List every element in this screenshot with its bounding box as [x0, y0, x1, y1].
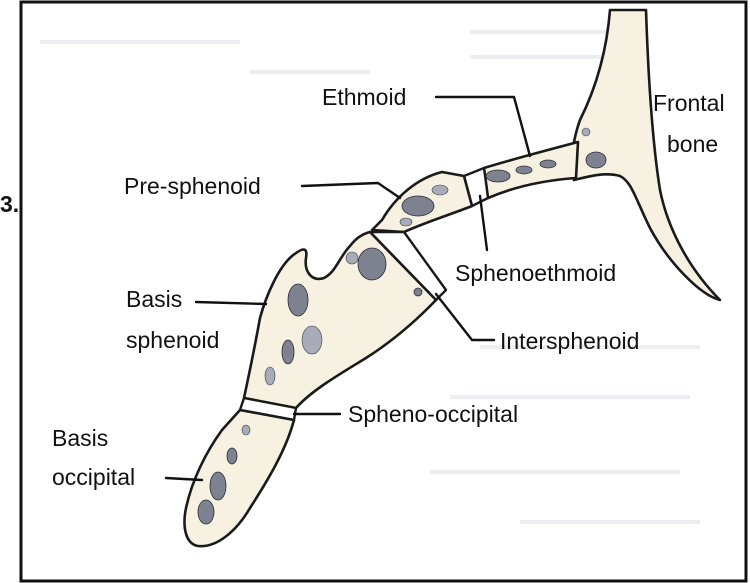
label-intersphenoid: Intersphenoid [500, 328, 639, 354]
leader-basis-sphenoid [196, 302, 266, 304]
label-basis-occipital-line2: occipital [52, 464, 135, 490]
label-spheno-occipital: Spheno-occipital [348, 401, 518, 427]
leader-pre-sphenoid [302, 183, 400, 198]
basis-occipital-shape [185, 410, 295, 546]
leader-ethmoid [436, 97, 530, 156]
leader-sphenoethmoid [480, 196, 487, 250]
label-frontal-bone-line2: bone [667, 131, 718, 157]
label-sphenoethmoid: Sphenoethmoid [455, 260, 616, 286]
label-basis-occipital-line1: Basis [52, 425, 108, 451]
label-pre-sphenoid: Pre-sphenoid [124, 173, 261, 199]
label-basis-sphenoid-line2: sphenoid [126, 327, 219, 353]
label-ethmoid: Ethmoid [322, 84, 406, 110]
leader-intersphenoid [436, 294, 494, 340]
label-frontal-bone-line1: Frontal [653, 90, 725, 116]
label-basis-sphenoid-line1: Basis [126, 286, 182, 312]
fragment-label: 3. [0, 191, 19, 217]
